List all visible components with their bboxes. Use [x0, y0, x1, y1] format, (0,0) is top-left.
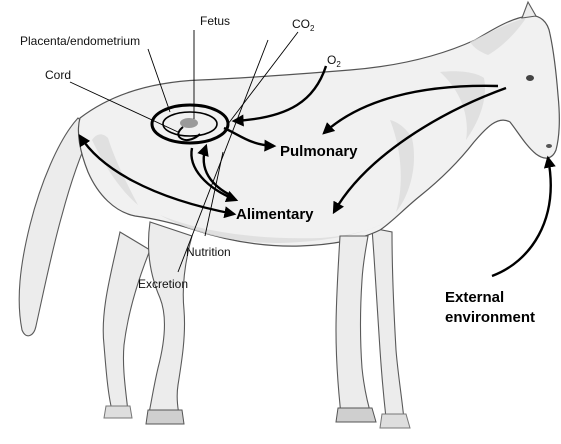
label-external-line2: environment [445, 309, 535, 326]
label-alimentary: Alimentary [236, 206, 314, 223]
horse-hoof-far-hind [104, 406, 132, 418]
label-o2-sub: 2 [336, 60, 341, 69]
horse-nostril [546, 144, 552, 148]
label-nutrition: Nutrition [186, 245, 231, 259]
label-o2-main: O [327, 53, 336, 67]
label-fetus: Fetus [200, 14, 230, 28]
label-excretion: Excretion [138, 277, 188, 291]
horse-far-fore-leg [372, 228, 404, 420]
horse-near-fore-leg [336, 236, 372, 420]
label-o2: O2 [327, 53, 341, 69]
label-co2-sub: 2 [310, 24, 315, 33]
horse-hoof-hind [146, 410, 184, 424]
label-co2-main: CO [292, 17, 310, 31]
label-placenta: Placenta/endometrium [20, 34, 140, 48]
label-co2: CO2 [292, 17, 315, 33]
label-pulmonary: Pulmonary [280, 143, 358, 160]
external-environment-arrow [492, 158, 551, 276]
label-external-line1: External [445, 289, 504, 306]
label-cord: Cord [45, 68, 71, 82]
horse-far-hind-leg [103, 232, 150, 412]
horse-hoof-fore [336, 408, 376, 422]
horse-eye [526, 75, 534, 81]
horse-hoof-far-fore [380, 414, 410, 428]
fetus-shape [180, 118, 198, 128]
horse-ear [522, 2, 536, 18]
